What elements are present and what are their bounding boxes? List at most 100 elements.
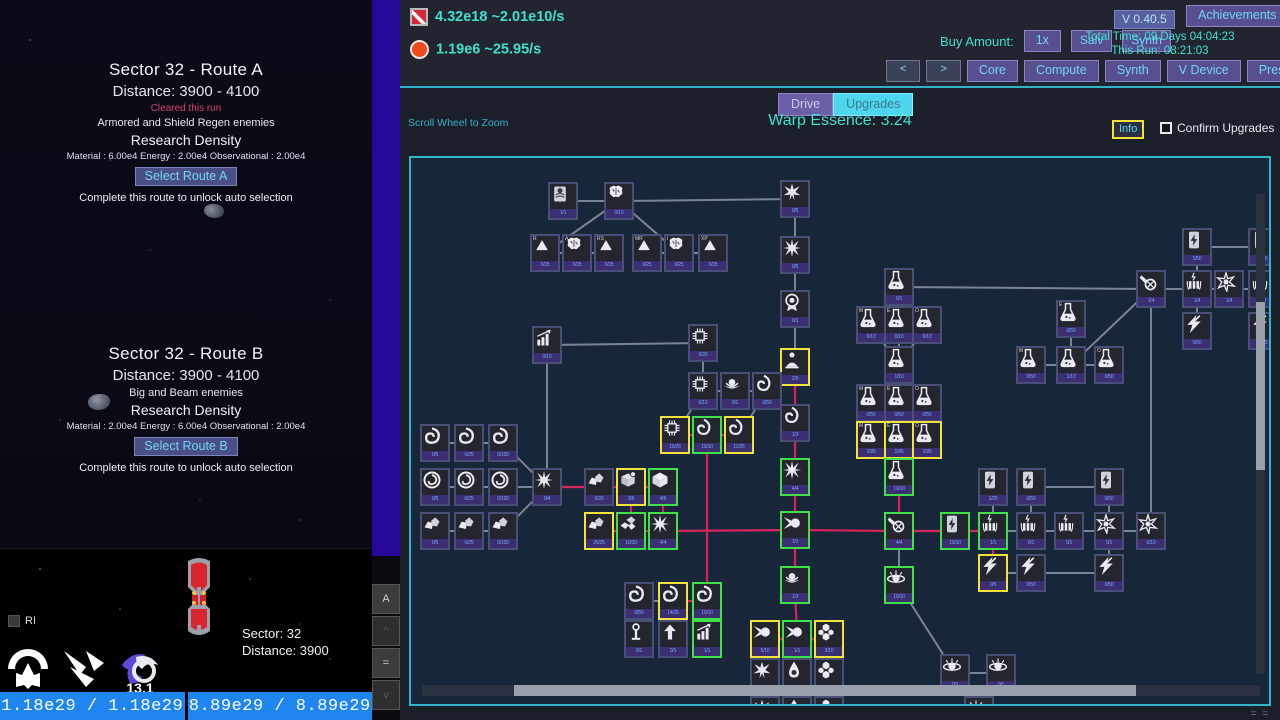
tree-node-star-burst[interactable]: 4/4 [648, 512, 678, 550]
side-button-down[interactable]: v [372, 680, 400, 710]
tab-next-button[interactable]: > [926, 60, 961, 82]
tree-node-medal[interactable]: 0/1 [780, 290, 810, 328]
tree-node-battery[interactable]: 10/10 [940, 512, 970, 550]
tree-node-circuit[interactable]: 15/25 [660, 416, 690, 454]
tree-node-rocks[interactable]: 0/5 [420, 512, 450, 550]
tree-node-blossom[interactable]: 1/3 [780, 566, 810, 604]
ri-toggle[interactable]: RI [8, 615, 36, 627]
tree-node-circuit[interactable]: 0/10 [688, 372, 718, 410]
tree-node-shatter[interactable]: 0/1 [1094, 512, 1124, 550]
tab-synth[interactable]: Synth [1104, 60, 1161, 82]
tab-compute[interactable]: Compute [1023, 60, 1099, 82]
achievements-button[interactable]: Achievements [1186, 5, 1280, 27]
tree-node-swirl[interactable]: 0/50 [624, 582, 654, 620]
ri-checkbox-icon[interactable] [8, 615, 20, 627]
tree-node-tower[interactable]: 2/5 [780, 348, 810, 386]
tree-node-comet[interactable]: 5/10 [750, 620, 780, 658]
side-button-auto[interactable]: A [372, 584, 400, 614]
tree-node-chart[interactable]: 1/1 [692, 620, 722, 658]
tree-vertical-scrollbar[interactable] [1256, 194, 1265, 674]
select-route-a-button[interactable]: Select Route A [134, 167, 238, 186]
tree-node-spiral[interactable]: 11/25 [724, 416, 754, 454]
buy-synth-button[interactable]: Synth [1122, 30, 1171, 52]
tree-node-capacitor[interactable]: 1/4 [1182, 270, 1212, 308]
tab-prestige[interactable]: Prestige [1246, 60, 1280, 82]
tree-node-comet[interactable]: 1/1 [780, 511, 810, 549]
buy-salv-button[interactable]: Salv [1070, 30, 1113, 52]
tree-node-flask[interactable]: 0/1 [884, 268, 914, 306]
tree-node-capacitor[interactable]: 1/1 [978, 512, 1008, 550]
tree-node-arrow-up[interactable]: 0/1 [658, 620, 688, 658]
tree-node-drop[interactable]: 0/1 [782, 696, 812, 704]
tree-node-rocks[interactable]: 0/20 [584, 468, 614, 506]
tree-node-bolt[interactable]: 0/50 [1182, 312, 1212, 350]
tree-node-swirl[interactable]: 10/10 [692, 582, 722, 620]
tree-node-flask[interactable]: 10/10 [884, 458, 914, 496]
tree-node-rose[interactable]: 0/5 [420, 468, 450, 506]
tree-node-wrench[interactable]: 0/1 [624, 620, 654, 658]
tree-node-battery[interactable]: 0/50 [1016, 468, 1046, 506]
buy-amount-button[interactable]: 1x [1023, 30, 1061, 52]
tree-node-rose[interactable]: 0/25 [454, 468, 484, 506]
tree-node-spiral[interactable]: 1/3 [780, 404, 810, 442]
tree-horizontal-scrollbar[interactable] [422, 685, 1260, 696]
tree-node-battery[interactable]: 1/50 [1182, 228, 1212, 266]
tree-node-burst[interactable]: 0/5 [750, 696, 780, 704]
tree-node-battery[interactable]: 1/25 [978, 468, 1008, 506]
tree-node-rose[interactable]: 0/100 [488, 468, 518, 506]
tree-node-rocks[interactable]: 0/25 [454, 512, 484, 550]
tree-node-star-burst[interactable]: 0/4 [532, 468, 562, 506]
ability-missile-volley-button[interactable] [56, 641, 112, 697]
confirm-upgrades-row[interactable]: Confirm Upgrades [1160, 121, 1274, 135]
tree-node-chart[interactable]: 0/10 [532, 326, 562, 364]
tree-node-badge[interactable]: 1/1 [548, 182, 578, 220]
side-button-equal[interactable]: = [372, 648, 400, 678]
tab-prev-button[interactable]: < [886, 60, 921, 82]
tree-node-shatter[interactable]: 1/4 [1214, 270, 1244, 308]
tree-node-burst[interactable]: 0/5 [780, 180, 810, 218]
tree-node-blossom[interactable]: 0/1 [720, 372, 750, 410]
info-button[interactable]: Info [1112, 120, 1145, 139]
tree-node-swirl[interactable]: 14/25 [658, 582, 688, 620]
tree-node-saturn[interactable]: 10/10 [884, 566, 914, 604]
tree-node-swirl[interactable]: 0/100 [488, 424, 518, 462]
tree-node-bolt[interactable]: 0/50 [1016, 554, 1046, 592]
tab-upgrades[interactable]: Upgrades [833, 93, 914, 116]
side-button-up[interactable]: ^ [372, 616, 400, 646]
tree-node-flask[interactable]: 1/10 [884, 346, 914, 384]
tree-node-hand[interactable]: 1/4 [1136, 270, 1166, 308]
tree-node-capacitor[interactable]: 0/1 [1054, 512, 1084, 550]
tree-node-capacitor[interactable]: 0/1 [1016, 512, 1046, 550]
tree-node-saturn[interactable]: 0/1 [964, 696, 994, 704]
tree-node-shatter[interactable]: 0/10 [1136, 512, 1166, 550]
tree-node-box-full[interactable]: 3/5 [616, 468, 646, 506]
tree-node-spiral[interactable]: 10/10 [692, 416, 722, 454]
tree-node-circuit[interactable]: 0/20 [688, 324, 718, 362]
tree-node-honeycomb[interactable]: 3/10 [814, 620, 844, 658]
tree-node-hand[interactable]: 4/4 [884, 512, 914, 550]
tree-node-box[interactable]: 4/5 [648, 468, 678, 506]
tree-node-rocks[interactable]: 0/100 [488, 512, 518, 550]
ability-ship-formation-button[interactable] [0, 641, 56, 697]
tab-drive[interactable]: Drive [778, 93, 834, 116]
tree-node-swirl[interactable]: 0/25 [454, 424, 484, 462]
tree-node-spiral[interactable]: 0/50 [752, 372, 782, 410]
tree-node-brain[interactable]: 0/10 [604, 182, 634, 220]
tab-core[interactable]: Core [966, 60, 1018, 82]
tree-node-swirl[interactable]: 0/5 [420, 424, 450, 462]
